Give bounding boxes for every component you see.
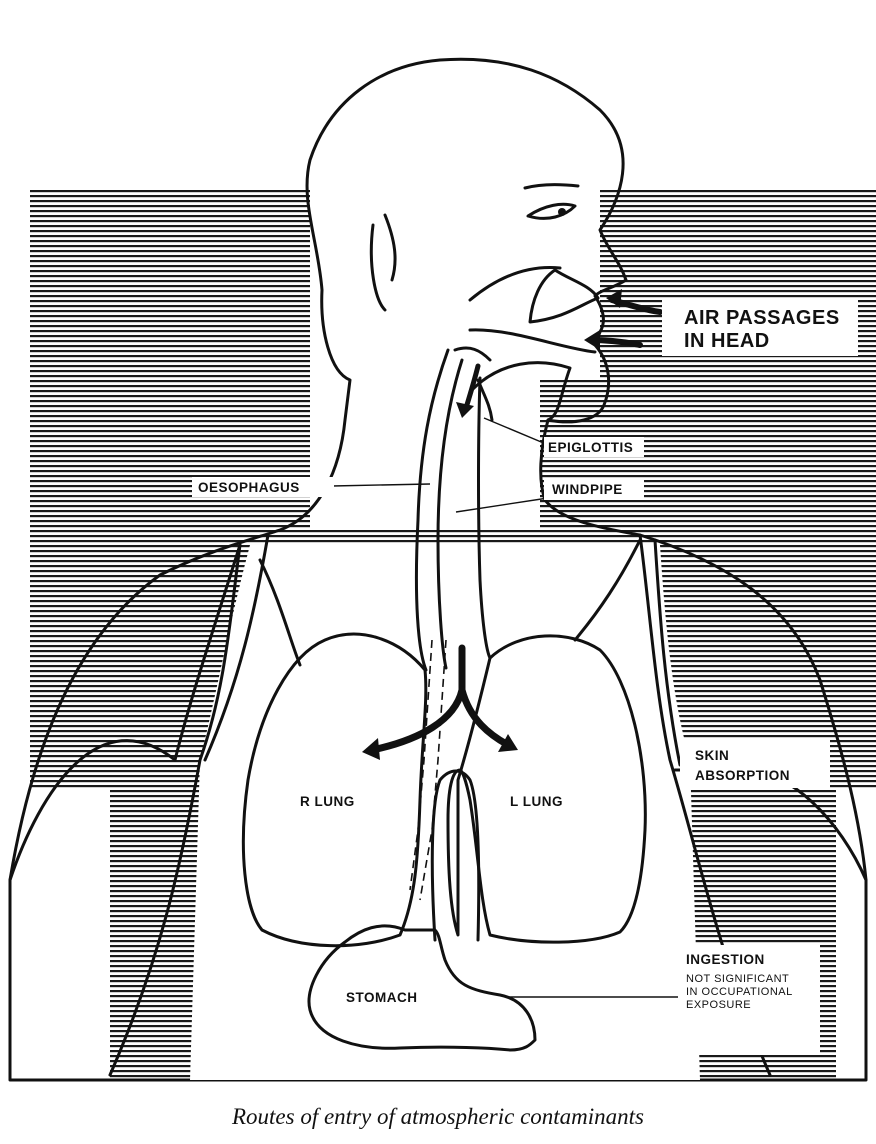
skin-absorption-label-1: SKIN <box>695 748 729 763</box>
figure-caption: Routes of entry of atmospheric contamina… <box>231 1104 644 1129</box>
face-details <box>371 185 578 310</box>
torso-fill <box>190 545 700 1080</box>
stomach-label: STOMACH <box>346 990 418 1005</box>
ingestion-note-1: NOT SIGNIFICANT <box>686 973 789 985</box>
ingestion-note-3: EXPOSURE <box>686 999 751 1011</box>
skin-absorption-label-2: ABSORPTION <box>695 768 790 783</box>
ingestion-label: INGESTION <box>686 952 765 967</box>
ingestion-note-2: IN OCCUPATIONAL <box>686 986 793 998</box>
oesophagus-label: OESOPHAGUS <box>198 480 300 495</box>
r-lung-label: R LUNG <box>300 794 355 809</box>
air-passages-label-1: AIR PASSAGES <box>684 307 840 329</box>
epiglottis-label: EPIGLOTTIS <box>548 440 633 455</box>
l-lung-label: L LUNG <box>510 794 563 809</box>
air-passages-label-2: IN HEAD <box>684 330 770 352</box>
windpipe-label: WINDPIPE <box>552 482 623 497</box>
